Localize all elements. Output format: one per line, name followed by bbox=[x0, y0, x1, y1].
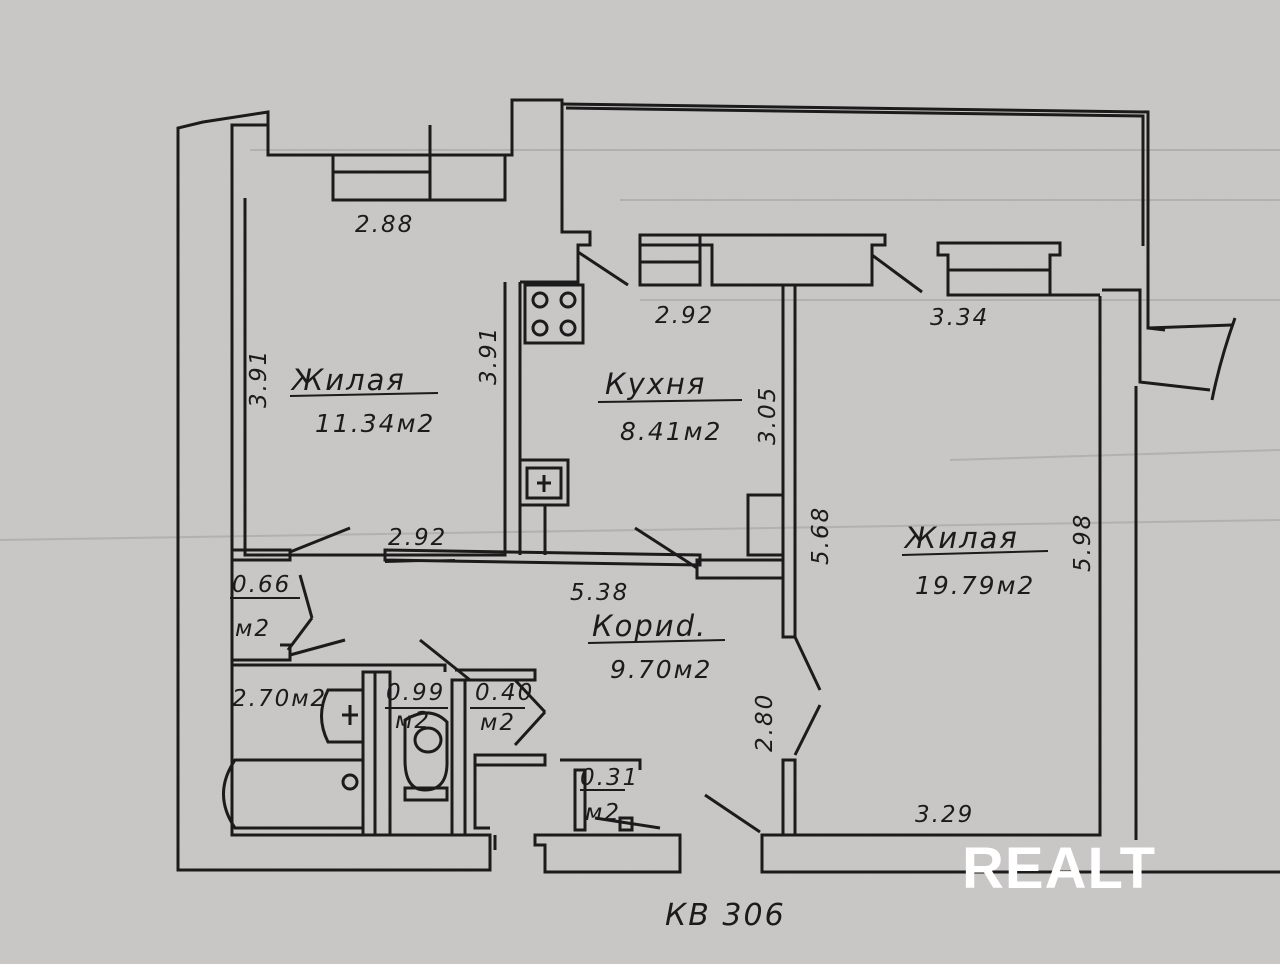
label-underlines bbox=[230, 392, 1049, 791]
storage-b-area-unit: м2 bbox=[585, 800, 621, 826]
storage-a-area-value: 0.40 bbox=[475, 680, 534, 706]
dim-living-small-top: 2.88 bbox=[355, 212, 414, 238]
storage-b-area-value: 0.31 bbox=[580, 765, 639, 791]
dim-living-small-left: 3.91 bbox=[246, 349, 272, 408]
outer-walls bbox=[176, 98, 1280, 874]
dim-living-small-bottom: 2.92 bbox=[388, 525, 447, 551]
dim-kitchen-right: 3.05 bbox=[755, 386, 781, 445]
living-large-area: 19.79м2 bbox=[915, 571, 1035, 600]
living-small-area: 11.34м2 bbox=[315, 409, 435, 438]
storage-a-area-unit: м2 bbox=[480, 710, 516, 736]
dim-living-large-left: 5.68 bbox=[808, 506, 834, 565]
fixtures bbox=[222, 283, 585, 830]
dim-living-small-right: 3.91 bbox=[476, 326, 502, 385]
dimension-labels: 2.88 3.91 3.91 2.92 2.92 3.05 3.34 5.68 … bbox=[246, 212, 1096, 828]
toilet-area-unit: м2 bbox=[395, 708, 431, 734]
windows bbox=[331, 153, 1100, 297]
dim-living-large-top: 3.34 bbox=[930, 305, 989, 331]
dim-living-large-right: 5.98 bbox=[1070, 513, 1096, 572]
living-large-name: Жилая bbox=[903, 521, 1019, 555]
kitchen-area: 8.41м2 bbox=[620, 417, 722, 446]
sink-icon bbox=[518, 458, 570, 555]
kitchen-name: Кухня bbox=[605, 367, 706, 401]
living-small-name: Жилая bbox=[290, 363, 406, 397]
interior-walls bbox=[232, 250, 923, 874]
corridor-name: Кориd. bbox=[592, 609, 707, 643]
realt-watermark: REALT bbox=[962, 836, 1156, 901]
closet-area-unit: м2 bbox=[235, 616, 271, 642]
toilet-icon bbox=[403, 711, 449, 802]
washbasin-icon bbox=[320, 688, 365, 744]
bathtub-icon bbox=[222, 758, 365, 830]
dim-corridor-side: 2.80 bbox=[752, 693, 778, 752]
stove-icon bbox=[523, 283, 585, 345]
dim-kitchen-top: 2.92 bbox=[655, 303, 714, 329]
bathroom-area: 2.70м2 bbox=[232, 686, 327, 712]
dim-living-large-bottom: 3.29 bbox=[915, 802, 974, 828]
closet-area-value: 0.66 bbox=[232, 572, 291, 598]
dim-corridor-top: 5.38 bbox=[570, 580, 629, 606]
toilet-area-value: 0.99 bbox=[386, 680, 445, 706]
corridor-area: 9.70м2 bbox=[610, 655, 712, 684]
room-labels: Жилая 11.34м2 Кухня 8.41м2 Жилая 19.79м2… bbox=[232, 363, 1035, 826]
apartment-label: КВ 306 bbox=[665, 898, 786, 933]
